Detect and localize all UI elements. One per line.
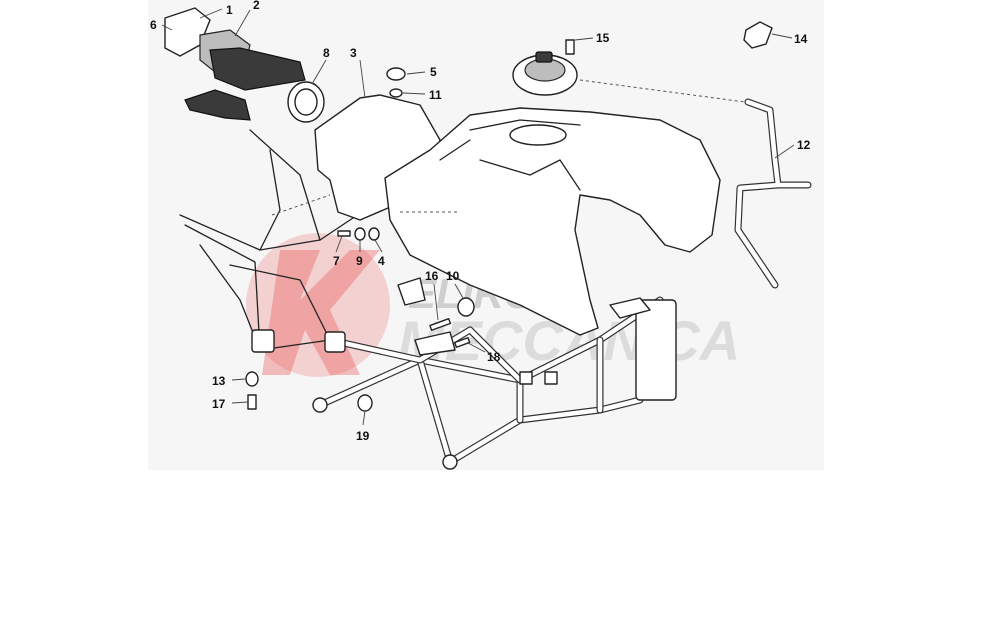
tank-filler-opening bbox=[509, 124, 567, 146]
frame-lug-2 bbox=[544, 371, 558, 385]
assembly-line-hose bbox=[579, 79, 746, 103]
frame-mount-lower bbox=[414, 331, 456, 356]
callout-14: 14 bbox=[794, 32, 808, 46]
callout-18: 18 bbox=[487, 350, 501, 364]
fuel-pump-assembly bbox=[164, 7, 325, 123]
callout-19: 19 bbox=[356, 429, 370, 443]
frame-post bbox=[635, 299, 677, 401]
leader-lines bbox=[161, 8, 795, 426]
callout-12: 12 bbox=[797, 138, 811, 152]
bolt-part-17 bbox=[247, 394, 257, 410]
hose-clamp-part-14 bbox=[743, 21, 773, 49]
frame-lug-1 bbox=[519, 371, 533, 385]
callout-1: 1 bbox=[226, 3, 233, 17]
washer-part-11 bbox=[389, 88, 403, 98]
callout-16: 16 bbox=[425, 269, 439, 283]
assembly-line-frame bbox=[271, 194, 331, 216]
filler-cap-assembly bbox=[512, 39, 578, 96]
damper-part-10 bbox=[457, 297, 475, 317]
callout-17: 17 bbox=[212, 397, 226, 411]
frame-end-left bbox=[312, 397, 328, 413]
frame-bracket-left bbox=[251, 329, 275, 353]
pump-bracket bbox=[184, 89, 251, 121]
fuel-tank bbox=[384, 107, 721, 336]
bolt-part-16 bbox=[429, 318, 452, 331]
frame-mount-left bbox=[397, 277, 426, 306]
motorcycle-frame bbox=[179, 129, 677, 470]
callout-11: 11 bbox=[429, 88, 442, 102]
spacer-part-19 bbox=[357, 394, 373, 412]
frame-mount-top bbox=[609, 297, 651, 319]
callout-4: 4 bbox=[378, 254, 385, 268]
callout-labels: 1 2 6 8 3 5 11 15 14 12 7 9 4 16 10 18 1… bbox=[150, 0, 811, 443]
callout-8: 8 bbox=[323, 46, 330, 60]
screw-part-18 bbox=[454, 337, 471, 348]
callout-10: 10 bbox=[446, 269, 460, 283]
callout-3: 3 bbox=[350, 46, 357, 60]
callout-2: 2 bbox=[253, 0, 260, 12]
callout-7: 7 bbox=[333, 254, 340, 268]
callout-9: 9 bbox=[356, 254, 363, 268]
callout-5: 5 bbox=[430, 65, 437, 79]
washer-part-4 bbox=[368, 227, 380, 241]
frame-bracket-mid bbox=[324, 331, 346, 353]
grommet-part-5 bbox=[386, 67, 406, 81]
frame-end-bottom bbox=[442, 454, 458, 470]
callout-13: 13 bbox=[212, 374, 226, 388]
fuel-pump-body-part-2 bbox=[209, 47, 306, 91]
washer-part-9 bbox=[354, 227, 366, 241]
bolt-part-7 bbox=[337, 230, 351, 237]
nut-part-13 bbox=[245, 371, 259, 387]
callout-6: 6 bbox=[150, 18, 157, 32]
callout-15: 15 bbox=[596, 31, 610, 45]
